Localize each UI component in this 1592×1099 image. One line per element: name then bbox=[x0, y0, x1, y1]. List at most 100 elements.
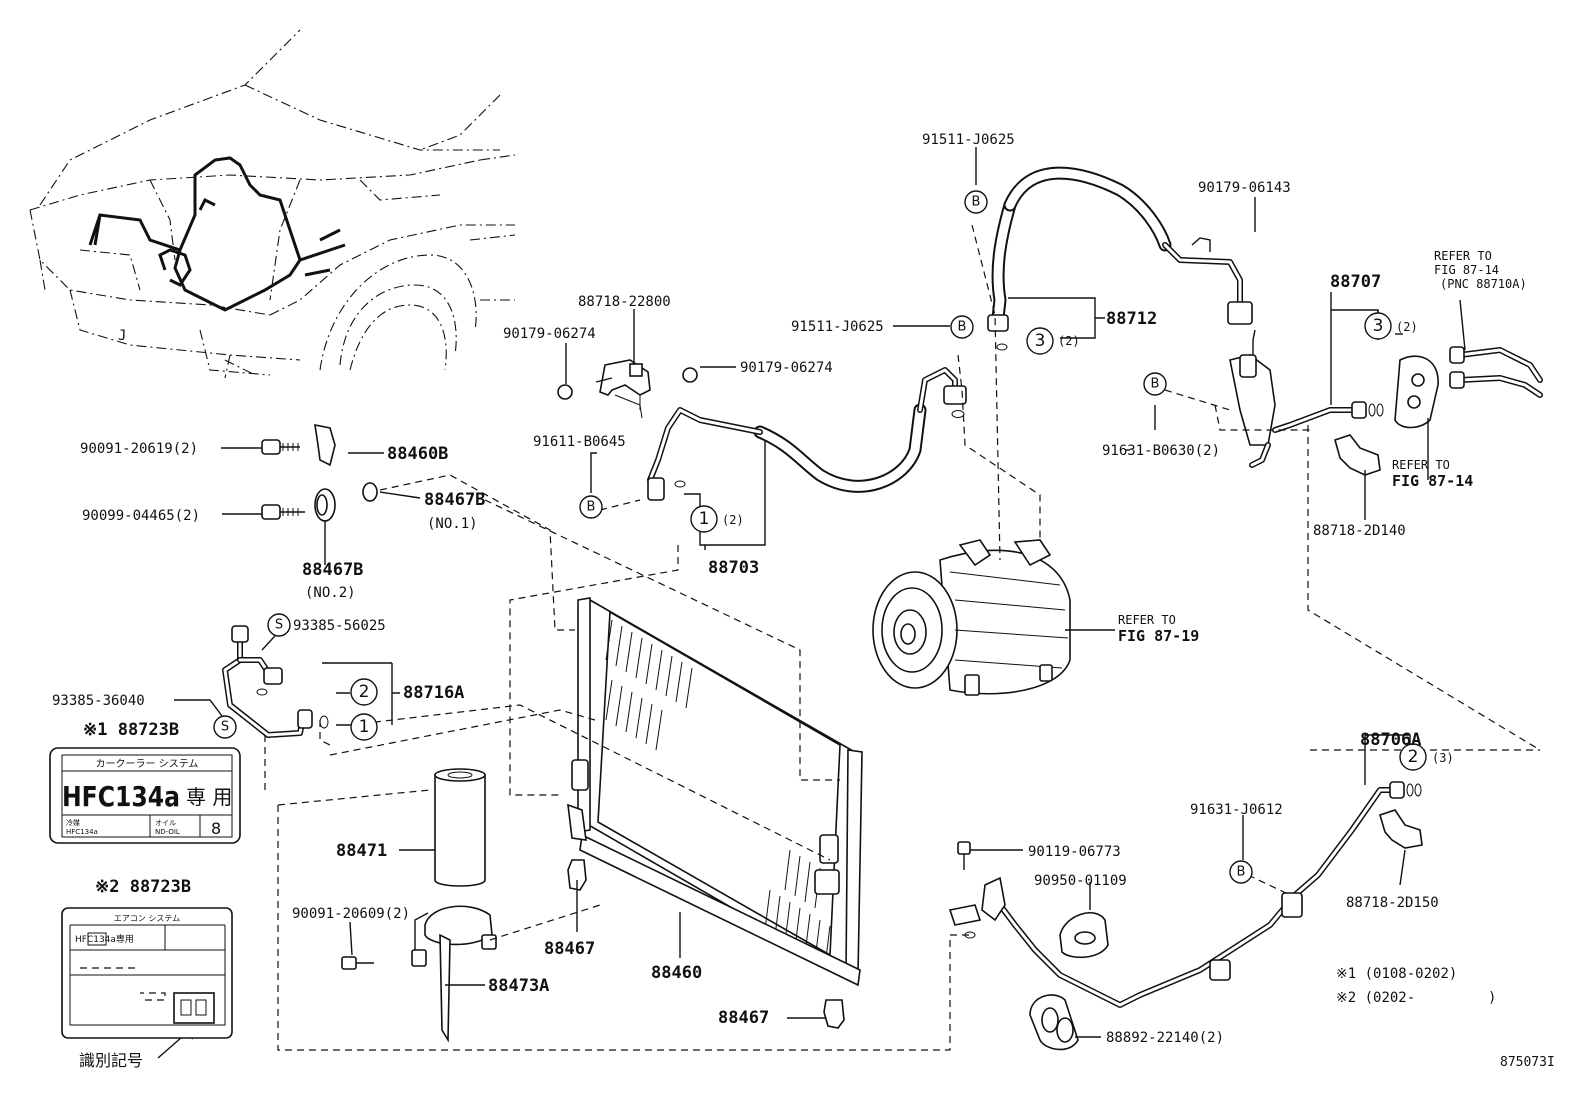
callout: 88467 bbox=[718, 1008, 769, 1028]
svg-text:1: 1 bbox=[359, 717, 370, 737]
callout: FIG 87-14 bbox=[1392, 472, 1473, 490]
condenser-core bbox=[605, 619, 831, 967]
callout: 88716A bbox=[403, 683, 464, 703]
callout: (2) bbox=[1396, 320, 1418, 334]
callout: 88473A bbox=[488, 976, 549, 996]
callout: ※2 88723B bbox=[95, 877, 191, 897]
callout: 90091-20619(2) bbox=[80, 441, 198, 457]
svg-text:カークーラー システム: カークーラー システム bbox=[96, 758, 199, 770]
svg-text:B: B bbox=[1237, 865, 1246, 880]
callout: 88467B bbox=[302, 560, 363, 580]
pipe-88716A bbox=[222, 625, 329, 738]
callout: 90119-06773 bbox=[1028, 844, 1121, 860]
pipe-88706A bbox=[948, 781, 1423, 1008]
marker-b: B bbox=[964, 190, 988, 214]
marker-s: S bbox=[213, 715, 237, 739]
marker-b: B bbox=[950, 315, 974, 339]
pipe-88707 bbox=[1229, 329, 1439, 476]
callout: 88718-22800 bbox=[578, 294, 671, 310]
callout: 93385-56025 bbox=[293, 618, 386, 634]
marker-num: 2 bbox=[350, 678, 378, 706]
callout: 93385-36040 bbox=[52, 693, 145, 709]
callout: 90179-06143 bbox=[1198, 180, 1291, 196]
svg-text:ND-OIL: ND-OIL bbox=[155, 828, 180, 836]
marker-num: 1 bbox=[350, 713, 378, 741]
callout: 88460B bbox=[387, 444, 448, 464]
svg-text:S: S bbox=[275, 618, 283, 633]
callout: 90950-01109 bbox=[1034, 873, 1127, 889]
svg-text:HFC134a専用: HFC134a専用 bbox=[75, 933, 134, 945]
callout: 88892-22140(2) bbox=[1106, 1030, 1224, 1046]
callout: FIG 87-19 bbox=[1118, 627, 1199, 645]
callout: REFER TO bbox=[1118, 613, 1176, 627]
compressor bbox=[872, 539, 1071, 696]
callout: FIG 87-14 bbox=[1434, 263, 1499, 277]
small-parts-left bbox=[261, 423, 378, 522]
svg-text:専 用: 専 用 bbox=[186, 785, 232, 809]
marker-s: S bbox=[267, 613, 291, 637]
callouts: 91511-J0625 90179-06143 88707 REFER TO F… bbox=[52, 132, 1555, 1070]
vehicle-outline: J bbox=[29, 29, 516, 379]
svg-text:B: B bbox=[587, 500, 596, 515]
callout: 90099-04465(2) bbox=[82, 508, 200, 524]
discharge-hose-88712 bbox=[987, 166, 1253, 351]
callout: (2) bbox=[722, 513, 744, 527]
callout: (3) bbox=[1432, 751, 1454, 765]
marker-b: B bbox=[1143, 372, 1167, 396]
callout: ※1 88723B bbox=[83, 720, 179, 740]
marker-num: 2 bbox=[1399, 743, 1427, 771]
callout: (PNC 88710A) bbox=[1440, 277, 1527, 291]
callout: 90179-06274 bbox=[740, 360, 833, 376]
callout: (NO.1) bbox=[427, 516, 478, 532]
callout: 91511-J0625 bbox=[791, 319, 884, 335]
svg-text:S: S bbox=[221, 720, 229, 735]
callout: 91631-B0630(2) bbox=[1102, 443, 1220, 459]
callout: 88460 bbox=[651, 963, 702, 983]
callout: (NO.2) bbox=[305, 585, 356, 601]
svg-text:3: 3 bbox=[1373, 316, 1384, 336]
callout: 91511-J0625 bbox=[922, 132, 1015, 148]
marker-b: B bbox=[1229, 860, 1253, 884]
callout: 90091-20609(2) bbox=[292, 906, 410, 922]
marker-num: 3 bbox=[1026, 327, 1054, 355]
svg-text:B: B bbox=[972, 195, 981, 210]
svg-text:8: 8 bbox=[211, 819, 221, 838]
ref-pipes-87-14 bbox=[1449, 346, 1543, 398]
svg-text:HFC134a: HFC134a bbox=[66, 828, 98, 836]
suction-hose-88703 bbox=[647, 367, 967, 501]
callout: REFER TO bbox=[1392, 458, 1450, 472]
callout: 91611-B0645 bbox=[533, 434, 626, 450]
svg-text:エアコン システム: エアコン システム bbox=[114, 914, 180, 923]
callout: ※2 (0202- bbox=[1336, 990, 1415, 1006]
callout: 88467B bbox=[424, 490, 485, 510]
markers: B B B B B S S 3 3 1 2 1 2 bbox=[213, 190, 1427, 884]
callout: 91631-J0612 bbox=[1190, 802, 1283, 818]
label-main: HFC134a bbox=[62, 780, 180, 813]
marker-b: B bbox=[579, 495, 603, 519]
svg-text:2: 2 bbox=[359, 682, 370, 702]
callout: 識別記号 bbox=[79, 1051, 143, 1070]
callout: 90179-06274 bbox=[503, 326, 596, 342]
callout: REFER TO bbox=[1434, 249, 1492, 263]
svg-text:冷媒: 冷媒 bbox=[66, 818, 80, 827]
callout: 88718-2D140 bbox=[1313, 523, 1406, 539]
marker-num: 1 bbox=[690, 505, 718, 533]
svg-text:3: 3 bbox=[1035, 331, 1046, 351]
callout: 88467 bbox=[544, 939, 595, 959]
marker-num: 3 bbox=[1364, 312, 1392, 340]
condenser-88460 bbox=[567, 597, 863, 1029]
svg-text:B: B bbox=[958, 320, 967, 335]
callout: ※1 (0108-0202) bbox=[1336, 966, 1457, 982]
label-88723B-1: カークーラー システム HFC134a 専 用 冷媒 HFC134a オイル N… bbox=[49, 747, 241, 844]
callout: 88703 bbox=[708, 558, 759, 578]
callout: ) bbox=[1488, 990, 1496, 1006]
svg-text:B: B bbox=[1151, 377, 1160, 392]
connector-lines bbox=[264, 224, 1541, 1051]
diagram-id: 875073I bbox=[1500, 1055, 1555, 1070]
svg-text:オイル: オイル bbox=[155, 819, 176, 827]
leader-lines bbox=[174, 147, 1466, 1038]
svg-text:1: 1 bbox=[699, 509, 710, 529]
label-88723B-2: エアコン システム HFC134a専用 bbox=[61, 907, 233, 1039]
